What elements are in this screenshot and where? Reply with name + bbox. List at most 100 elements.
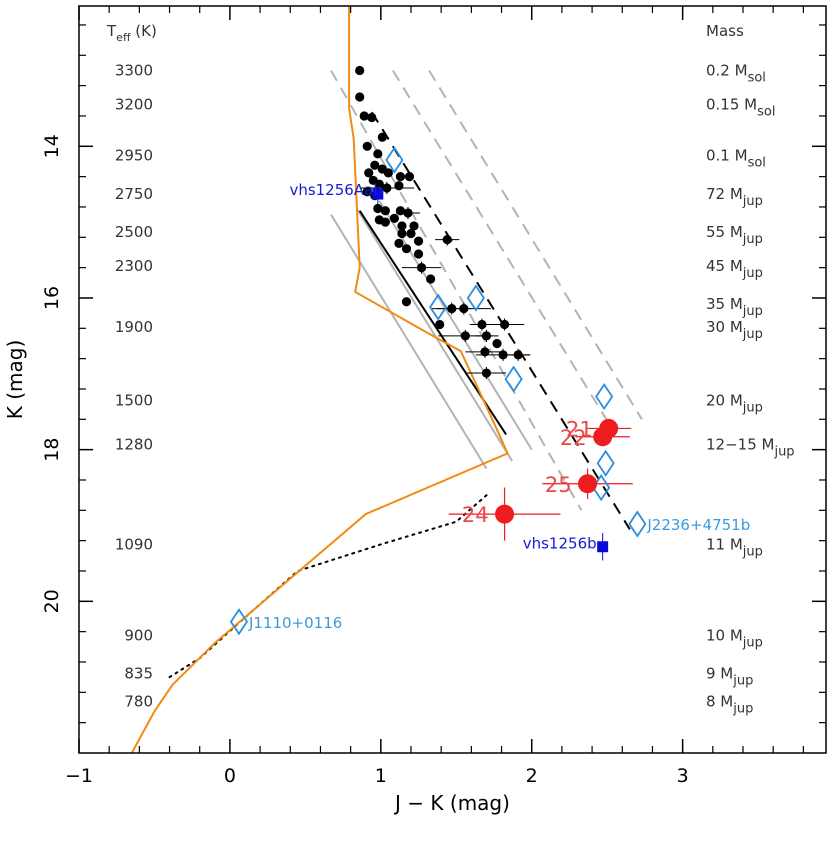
mass-label: 8 Mjup: [706, 692, 753, 716]
x-tick-label: 3: [677, 765, 689, 787]
blue-diamond-point: [229, 608, 249, 636]
field-dwarf-point: [395, 172, 406, 182]
field-dwarf-point: [389, 213, 399, 223]
grey-dashed-line-0: [330, 70, 583, 511]
grey-solid-line-0: [330, 214, 488, 470]
red-point: [495, 504, 515, 524]
field-dwarf-point: [355, 92, 365, 102]
field-dwarf-point: [413, 236, 424, 246]
field-dwarf-point: [373, 149, 383, 159]
x-tick-label: 2: [526, 765, 538, 787]
model-tracks: [130, 6, 643, 753]
object-name-label: vhs1256b: [523, 535, 597, 553]
field-dwarf-point: [477, 319, 487, 330]
blue-diamond-point: [504, 365, 523, 393]
field-dwarf-point: [442, 234, 452, 245]
blue-diamond-point: [595, 382, 614, 411]
red-point-label: 24: [462, 503, 489, 527]
blue-square-point: [372, 188, 384, 200]
teff-label: 780: [124, 692, 153, 710]
mass-label: 0.15 Msol: [706, 96, 775, 120]
field-dwarf-point: [406, 228, 416, 239]
grey-solid-line-1: [355, 207, 513, 462]
blue-square-point: [597, 541, 609, 553]
red-point: [593, 427, 613, 447]
field-dwarf-point: [499, 319, 510, 330]
field-dwarf-point: [460, 331, 470, 341]
teff-label: 1900: [115, 318, 153, 336]
blue-diamond-point: [596, 449, 615, 477]
mass-label: 0.2 Msol: [706, 61, 766, 85]
mass-label: 45 Mjup: [706, 257, 763, 281]
field-dwarf-point: [394, 238, 404, 248]
field-dwarf-point: [397, 228, 407, 239]
grey-dashed-line-1: [392, 69, 616, 434]
blue-diamond-point: [466, 284, 485, 312]
field-dwarf-point: [395, 206, 406, 216]
field-dwarf-point: [404, 172, 415, 182]
field-dwarf-point: [362, 187, 372, 197]
red-point-label: 25: [545, 473, 572, 497]
y-axis-label: K (mag): [3, 340, 27, 420]
blue-diamond-point: [628, 510, 647, 538]
x-tick-label: −1: [65, 765, 93, 787]
mass-label: 9 Mjup: [706, 664, 753, 688]
orange-model-track: [130, 6, 509, 753]
mass-label: 10 Mjup: [706, 626, 763, 650]
field-dwarf-point: [435, 319, 445, 330]
grey-solid-line-2: [378, 200, 533, 451]
field-dwarf-point: [447, 303, 457, 314]
mass-label: 72 Mjup: [706, 185, 763, 209]
field-dwarf-point: [459, 303, 469, 314]
field-dwarf-point: [383, 168, 393, 178]
data-marks: [229, 65, 647, 636]
field-dwarf-point: [373, 203, 383, 214]
teff-label: 3200: [115, 96, 153, 114]
mass-label: 11 Mjup: [706, 535, 763, 559]
teff-label: 900: [124, 626, 153, 644]
y-tick-label: 14: [41, 134, 63, 158]
mass-label: 20 Mjup: [706, 391, 763, 415]
mass-label: 35 Mjup: [706, 295, 763, 319]
y-tick-label: 20: [41, 589, 63, 613]
field-dwarf-point: [480, 347, 490, 357]
field-dwarf-point: [413, 249, 424, 259]
field-dwarf-point: [481, 331, 492, 341]
teff-label: 2950: [115, 146, 153, 164]
teff-label: 835: [124, 664, 153, 682]
object-name-label: J1110+0116: [248, 614, 342, 632]
y-tick-label: 18: [41, 438, 63, 462]
mass-label: 30 Mjup: [706, 318, 763, 342]
teff-label: 1280: [115, 435, 153, 453]
x-tick-label: 0: [224, 765, 236, 787]
field-dwarf-point: [362, 141, 372, 151]
field-dwarf-point: [403, 208, 413, 218]
object-name-label: vhs1256Aab: [289, 181, 382, 199]
teff-label: 2300: [115, 257, 153, 275]
field-dwarf-point: [370, 160, 380, 170]
field-dwarf-point: [498, 350, 508, 360]
plot-frame: [78, 5, 827, 754]
teff-header: Teff (K): [106, 22, 157, 44]
x-axis-label: J − K (mag): [393, 791, 510, 815]
red-point: [578, 474, 598, 494]
mass-header: Mass: [706, 22, 744, 40]
field-dwarf-point: [382, 183, 392, 193]
blue-diamond-point: [385, 146, 404, 174]
field-dwarf-point: [394, 181, 404, 191]
field-dwarf-point: [513, 350, 523, 360]
x-tick-label: 1: [375, 765, 387, 787]
black-dashed-line: [370, 111, 631, 530]
field-dwarf-point: [409, 221, 419, 231]
field-dwarf-point: [359, 111, 369, 121]
field-dwarf-point: [367, 112, 377, 123]
teff-label: 1090: [115, 535, 153, 553]
field-dwarf-point: [374, 179, 384, 189]
field-dwarf-point: [401, 297, 412, 307]
teff-label: 2750: [115, 185, 153, 203]
field-dwarf-point: [401, 244, 412, 254]
object-name-label: J2236+4751b: [646, 516, 750, 534]
grey-dashed-line-2: [428, 69, 643, 420]
